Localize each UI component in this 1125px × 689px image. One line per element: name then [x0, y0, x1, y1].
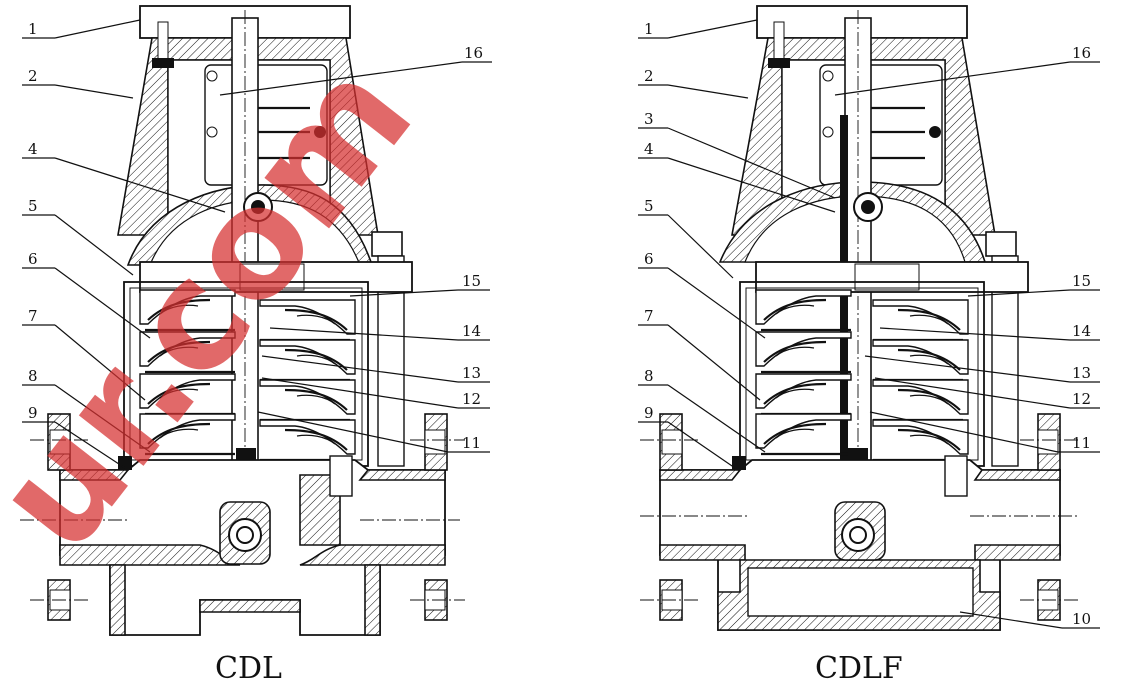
cdlf-label-right: 11 [1072, 434, 1091, 452]
cdl-label-right: 16 [464, 44, 483, 62]
cdlf-label-right: 13 [1072, 364, 1091, 382]
cdlf-label-right: 10 [1072, 610, 1091, 628]
cdlf-label-left: 5 [644, 197, 654, 215]
cdl-label-left: 5 [28, 197, 38, 215]
cdl-label-left: 6 [28, 250, 38, 268]
cdl-label-left: 1 [28, 20, 38, 38]
cdl-label-left: 2 [28, 67, 38, 85]
cdl-caption: CDL [215, 651, 282, 686]
cdl-label-left: 9 [28, 404, 38, 422]
cdl-label-left: 7 [28, 307, 38, 325]
cdlf-label-left: 8 [644, 367, 654, 385]
cdl-label-right: 13 [462, 364, 481, 382]
cdlf-label-right: 14 [1072, 322, 1091, 340]
cdlf-label-left: 3 [644, 110, 654, 128]
cdl-label-right: 12 [462, 390, 481, 408]
cdlf-label-right: 12 [1072, 390, 1091, 408]
cdl-label-left: 4 [28, 140, 38, 158]
cdl-drawing: 1 2 4 5 6 7 8 9 16 15 14 13 12 11 CDL [20, 5, 492, 686]
cdl-label-right: 15 [462, 272, 481, 290]
cdl-label-left: 8 [28, 367, 38, 385]
cdl-label-right: 11 [462, 434, 481, 452]
cdlf-label-left: 7 [644, 307, 654, 325]
cdlf-label-left: 2 [644, 67, 654, 85]
cdlf-label-right: 15 [1072, 272, 1091, 290]
cdlf-label-left: 4 [644, 140, 654, 158]
cdlf-label-right: 16 [1072, 44, 1091, 62]
cdl-label-right: 14 [462, 322, 481, 340]
cdlf-label-left: 1 [644, 20, 654, 38]
cdlf-label-left: 6 [644, 250, 654, 268]
cdlf-caption: CDLF [815, 651, 903, 686]
cdlf-drawing: 1 2 3 4 5 6 7 8 9 16 15 14 13 12 11 10 C… [638, 5, 1100, 686]
cdlf-label-left: 9 [644, 404, 654, 422]
